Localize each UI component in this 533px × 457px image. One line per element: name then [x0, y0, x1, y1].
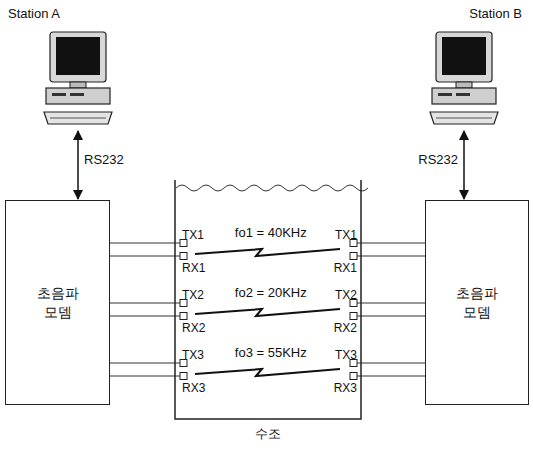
monitor-stand [456, 82, 472, 88]
screen [56, 37, 100, 75]
station-computer: Station B [428, 30, 500, 128]
pin-label: TX2 [182, 289, 204, 302]
pin-label: TX1 [335, 229, 357, 242]
computer-icon [42, 30, 114, 128]
frequency-label: fo2 = 20KHz [235, 286, 307, 300]
interface-label: RS232 [84, 153, 124, 167]
modem-box: 초음파 모뎀 [5, 200, 110, 405]
pin-label: RX1 [182, 262, 205, 275]
drive-slot [52, 93, 66, 96]
pin-label: RX3 [334, 382, 357, 395]
keyboard [44, 112, 112, 124]
serial-link [463, 131, 465, 199]
pin-label: TX3 [182, 349, 204, 362]
station-label: Station A [8, 6, 60, 22]
system-unit [432, 88, 496, 104]
drive-slot [456, 93, 470, 96]
pin-label: RX3 [182, 382, 205, 395]
monitor-stand [70, 82, 86, 88]
drive-slot [438, 93, 452, 96]
frequency-label: fo3 = 55KHz [235, 346, 307, 360]
frequency-label: fo1 = 40KHz [235, 226, 307, 240]
serial-link [77, 131, 79, 199]
pin-label: TX1 [182, 229, 204, 242]
key-row [50, 118, 106, 119]
interface-label: RS232 [418, 153, 458, 167]
pin-label: RX1 [334, 262, 357, 275]
key-row [436, 118, 492, 119]
pin-label: RX2 [182, 322, 205, 335]
monitor [50, 32, 106, 82]
station-computer: Station A [42, 30, 114, 128]
modem-label: 초음파 모뎀 [453, 284, 501, 322]
modem-label: 초음파 모뎀 [34, 284, 82, 322]
computer-icon [428, 30, 500, 128]
pin-label: TX2 [335, 289, 357, 302]
system-unit [46, 88, 110, 104]
screen [442, 37, 486, 75]
station-label: Station B [469, 6, 522, 22]
monitor [436, 32, 492, 82]
pin-label: RX2 [334, 322, 357, 335]
pin-label: TX3 [335, 349, 357, 362]
keyboard [430, 112, 498, 124]
water-surface [176, 185, 368, 191]
transducer [180, 240, 357, 380]
modem-box: 초음파 모뎀 [425, 200, 529, 405]
drive-slot [70, 93, 84, 96]
acoustic-link [195, 249, 340, 376]
transducer-wires [110, 243, 425, 376]
tank-label: 수조 [174, 426, 362, 442]
